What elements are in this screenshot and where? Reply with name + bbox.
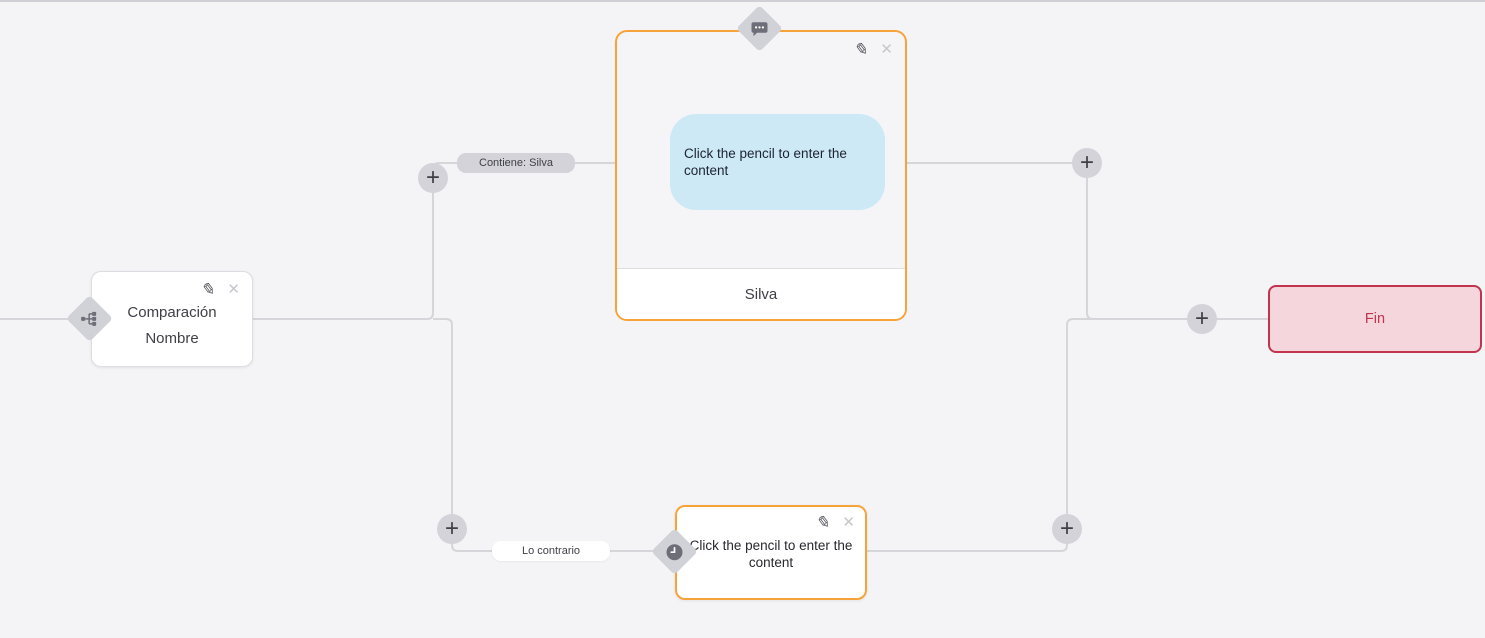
message-placeholder-text: Click the pencil to enter the content	[684, 146, 847, 178]
clock-icon	[666, 543, 684, 561]
delay-node[interactable]: ✎ ✕ Click the pencil to enter the conten…	[675, 505, 867, 600]
edge-condition-false	[433, 318, 676, 552]
condition-subtitle: Nombre	[145, 329, 199, 347]
add-step-button[interactable]: +	[1187, 304, 1217, 334]
end-node-label: Fin	[1364, 311, 1386, 327]
add-step-button[interactable]: +	[437, 514, 467, 544]
message-preview-bubble: Click the pencil to enter the content	[670, 114, 885, 210]
edge-delay-to-end	[867, 318, 1092, 552]
end-node[interactable]: Fin	[1268, 285, 1482, 353]
condition-title: Comparación	[127, 303, 217, 321]
add-step-button[interactable]: +	[1052, 514, 1082, 544]
chat-bubble-icon	[751, 21, 769, 37]
edit-icon[interactable]: ✎	[200, 280, 215, 299]
delay-placeholder-text: Click the pencil to enter the content	[689, 538, 853, 570]
edit-icon[interactable]: ✎	[815, 513, 830, 532]
canvas-top-border	[0, 0, 1485, 2]
close-icon[interactable]: ✕	[880, 41, 893, 58]
edit-icon[interactable]: ✎	[853, 40, 868, 59]
message-type-badge	[736, 5, 783, 52]
message-node-footer: Silva	[617, 268, 905, 319]
edge-label-condition-true[interactable]: Contiene: Silva	[457, 153, 575, 173]
close-icon[interactable]: ✕	[842, 514, 855, 531]
message-footer-label: Silva	[744, 285, 778, 303]
message-node[interactable]: ✎ ✕ Click the pencil to enter the conten…	[615, 30, 907, 321]
add-step-button[interactable]: +	[418, 163, 448, 193]
delay-type-badge	[651, 528, 698, 575]
edge-message-to-end	[907, 162, 1268, 320]
branch-icon	[81, 311, 98, 327]
edge-label-condition-false[interactable]: Lo contrario	[492, 541, 610, 561]
add-step-button[interactable]: +	[1072, 148, 1102, 178]
condition-node[interactable]: ✎ ✕ Comparación Nombre	[91, 271, 253, 367]
condition-type-badge	[66, 295, 113, 342]
close-icon[interactable]: ✕	[227, 281, 240, 298]
